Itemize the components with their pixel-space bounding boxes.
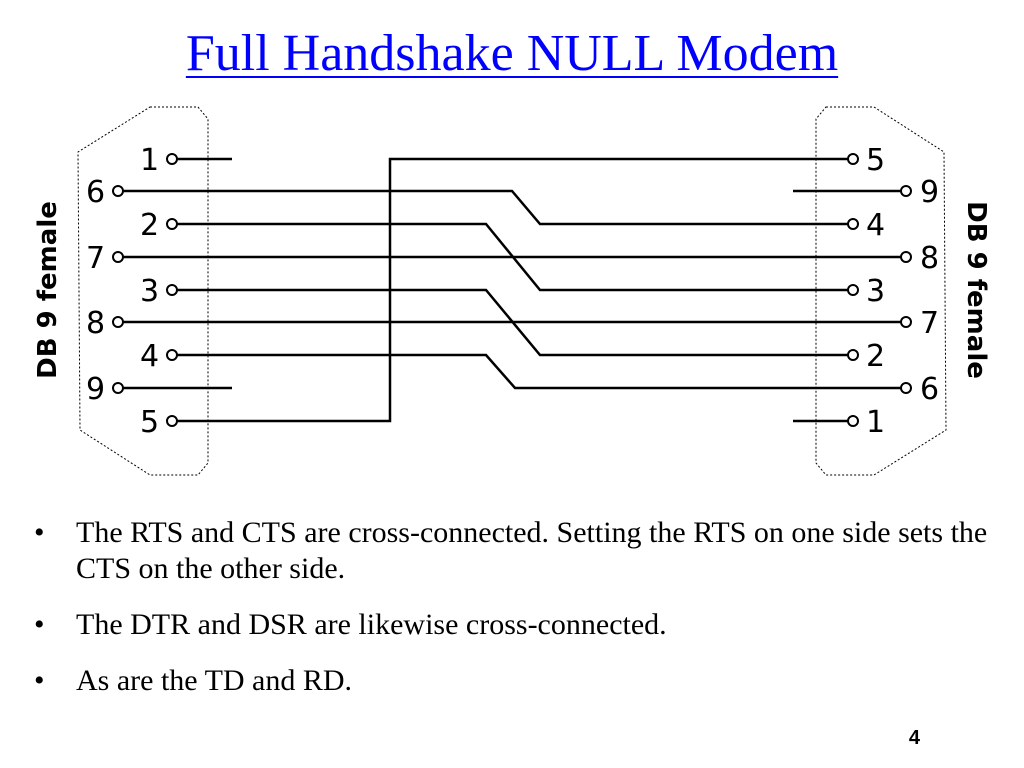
- left-pin-socket: [112, 185, 124, 197]
- right-pin-socket: [900, 185, 912, 197]
- left-pin-socket: [166, 284, 178, 296]
- bullet-item: • The DTR and DSR are likewise cross-con…: [32, 607, 992, 643]
- left-pin-label: 4: [140, 339, 159, 374]
- right-pin-socket: [900, 382, 912, 394]
- left-pin-socket: [112, 316, 124, 328]
- right-pin-label: 4: [866, 208, 885, 243]
- wire-pin4-to-pin6: [177, 353, 901, 390]
- bullet-item: • The RTS and CTS are cross-connected. S…: [32, 515, 992, 587]
- left-pin-label: 6: [86, 175, 105, 210]
- right-pin-label: 6: [920, 372, 939, 407]
- null-modem-wiring-diagram: DB 9 female DB 9 female 1 6 2 7 3 8 4 9 …: [33, 106, 991, 476]
- bullet-text: As are the TD and RD.: [76, 664, 353, 697]
- right-pin-socket: [900, 251, 912, 263]
- right-pin-label: 5: [866, 143, 885, 178]
- right-pin-socket: [847, 153, 859, 165]
- right-pin-socket: [900, 316, 912, 328]
- bullet-marker: •: [34, 608, 45, 641]
- left-pin-label: 3: [140, 274, 159, 309]
- left-connector-label: DB 9 female: [33, 201, 63, 379]
- bullet-marker: •: [34, 664, 45, 697]
- page-number: 4: [908, 727, 920, 749]
- left-pin-socket: [112, 251, 124, 263]
- left-pin-socket: [166, 349, 178, 361]
- right-pin-label: 2: [866, 339, 885, 374]
- left-pin-socket: [112, 382, 124, 394]
- left-pin-socket: [166, 415, 178, 427]
- right-pin-label: 8: [920, 241, 939, 276]
- right-connector-label: DB 9 female: [961, 201, 991, 379]
- bullet-text: The DTR and DSR are likewise cross-conne…: [76, 608, 667, 641]
- left-pin-label: 9: [86, 372, 105, 407]
- left-pin-label: 7: [86, 241, 105, 276]
- left-pin-socket: [166, 153, 178, 165]
- right-pin-label: 7: [920, 306, 939, 341]
- bullet-list: • The RTS and CTS are cross-connected. S…: [32, 515, 992, 719]
- wire-pin6-to-pin4: [123, 189, 848, 226]
- right-pin-socket: [847, 218, 859, 230]
- right-pin-socket: [847, 415, 859, 427]
- left-pin-label: 1: [140, 143, 159, 178]
- bullet-item: • As are the TD and RD.: [32, 663, 992, 699]
- bullet-marker: •: [34, 516, 45, 549]
- right-pin-socket: [847, 349, 859, 361]
- bullet-text: The RTS and CTS are cross-connected. Set…: [76, 516, 988, 585]
- right-pin-socket: [847, 284, 859, 296]
- left-db9-connector-shell: [77, 106, 209, 476]
- left-pin-label: 2: [140, 208, 159, 243]
- right-pin-label: 1: [866, 405, 885, 440]
- slide-title: Full Handshake NULL Modem: [185, 25, 839, 82]
- left-pin-label: 5: [140, 405, 159, 440]
- left-pin-socket: [166, 218, 178, 230]
- right-pin-label: 3: [866, 274, 885, 309]
- right-pin-label: 9: [920, 175, 939, 210]
- left-pin-label: 8: [86, 306, 105, 341]
